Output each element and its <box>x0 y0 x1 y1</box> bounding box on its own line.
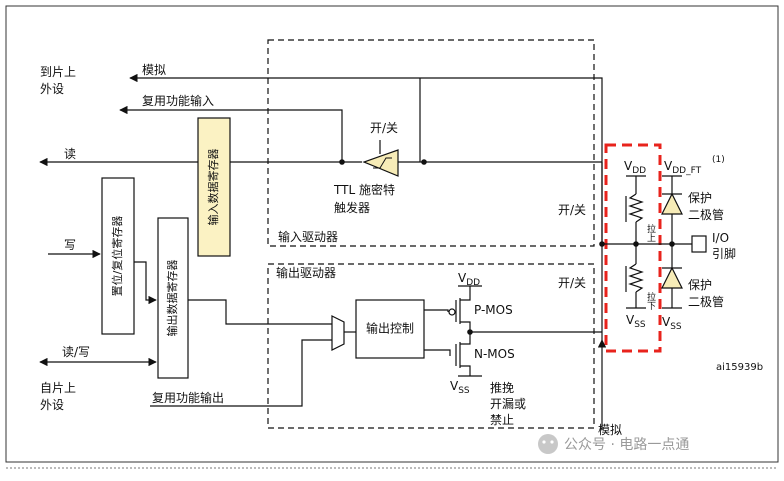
trigger-on-off-label: 开/关 <box>370 121 398 135</box>
output-data-register <box>157 217 189 379</box>
io-pin-pad <box>691 235 707 253</box>
figure-id: ai15939b <box>716 362 763 373</box>
mode-label-1: 推挽 <box>490 381 514 395</box>
input-data-register <box>197 117 231 257</box>
from-chip-label-2: 外设 <box>40 398 64 412</box>
hysteresis-symbol <box>373 157 392 169</box>
output-mux <box>331 315 345 351</box>
analog-bottom-label: 模拟 <box>598 423 622 437</box>
to-chip-label-2: 外设 <box>40 82 64 96</box>
watermark-text: 公众号 · 电路一点通 <box>564 437 689 453</box>
output-control-block <box>355 299 425 359</box>
node-trigger-in <box>421 159 427 165</box>
protect-diode-lower-label-1: 保护 <box>688 278 712 292</box>
pull-down-label: 拉下 <box>645 291 656 311</box>
vdd-pull-label: VDD <box>624 159 646 176</box>
vdd-main-label: VDD <box>458 271 480 288</box>
outer-frame <box>5 5 779 463</box>
protect-diode-lower-label-2: 二极管 <box>688 294 724 309</box>
pull-up-resistor <box>625 175 646 244</box>
input-on-off-label: 开/关 <box>558 203 586 217</box>
nmos-transistor <box>455 332 482 377</box>
vdd-ft-label: VDD_FT <box>664 159 702 176</box>
output-driver-label: 输出驱动器 <box>276 265 336 280</box>
schmitt-trigger <box>362 149 399 177</box>
control-to-pmos-wire <box>424 309 449 312</box>
analog-top-label: 模拟 <box>142 63 166 77</box>
mode-label-3: 禁止 <box>490 413 514 427</box>
output-data-register-label: 输出数据寄存器 <box>165 260 179 337</box>
to-chip-label-1: 到片上 <box>40 65 76 79</box>
read-write-label: 读/写 <box>62 345 90 359</box>
input-driver-label: 输入驱动器 <box>278 229 338 244</box>
vss-main-label: VSS <box>450 379 470 396</box>
wechat-icon <box>538 434 558 454</box>
pmos-label: P-MOS <box>474 303 513 317</box>
pull-down-resistor <box>625 244 646 309</box>
pull-resistor-highlight <box>604 143 662 353</box>
pmos-transistor <box>448 285 482 332</box>
bsrr-register <box>101 177 135 335</box>
odr-to-mux-wire <box>188 299 332 325</box>
ttl-label-1: TTL 施密特 <box>333 182 395 197</box>
protect-diode-upper-label-2: 二极管 <box>688 207 724 222</box>
bsrr-to-odr-arrow <box>134 261 157 305</box>
protect-diode-upper <box>661 175 683 244</box>
output-driver-box <box>267 263 595 429</box>
input-driver-box <box>267 39 595 247</box>
pull-up-label: 拉上 <box>645 223 656 242</box>
alt-output-label: 复用功能输出 <box>152 390 224 405</box>
pin-label: 引脚 <box>712 246 736 261</box>
watermark: 公众号 · 电路一点通 <box>538 434 689 454</box>
vss-diode-label: VSS <box>662 315 682 332</box>
nmos-label: N-MOS <box>474 347 515 361</box>
control-to-nmos-wire <box>424 349 451 356</box>
vss-pull-label: VSS <box>626 313 646 330</box>
output-control-label: 输出控制 <box>366 321 414 336</box>
protect-diode-lower <box>661 244 683 309</box>
input-data-register-label: 输入数据寄存器 <box>206 149 220 226</box>
write-label: 写 <box>64 238 76 252</box>
read-label: 读 <box>64 147 76 161</box>
io-label: I/O <box>712 231 729 245</box>
from-chip-label-1: 自片上 <box>40 381 76 395</box>
alt-output-wire <box>150 339 332 407</box>
vdd-ft-footnote: (1) <box>712 155 725 165</box>
node-drain <box>467 329 473 335</box>
analog-top-wire <box>420 77 603 244</box>
output-on-off-label: 开/关 <box>558 276 586 290</box>
protect-diode-upper-label-1: 保护 <box>688 191 712 205</box>
bsrr-register-label: 置位/复位寄存器 <box>110 216 124 297</box>
alt-input-arrow <box>119 105 343 162</box>
alt-input-label: 复用功能输入 <box>142 93 214 108</box>
node-trigger-out <box>339 159 345 165</box>
mode-label-2: 开漏或 <box>490 397 526 411</box>
ttl-label-2: 触发器 <box>334 200 370 215</box>
